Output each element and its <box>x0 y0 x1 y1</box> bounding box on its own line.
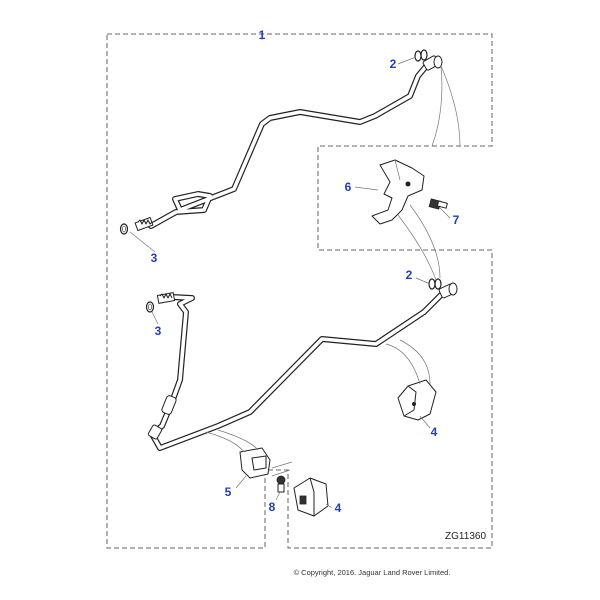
callout-4-lower: 4 <box>335 501 342 515</box>
bracket-5 <box>239 447 271 479</box>
assembly-frame <box>106 33 493 549</box>
lower-pipe-sleeve <box>147 395 177 440</box>
o-ring-2-upper <box>414 49 428 62</box>
callout-8: 8 <box>269 500 276 514</box>
callout-2-lower: 2 <box>406 268 413 282</box>
upper-pipe-right-fitting <box>422 55 443 71</box>
upper-pipe <box>148 61 431 229</box>
callout-6: 6 <box>345 180 352 194</box>
callout-2-upper: 2 <box>390 57 397 71</box>
o-ring-2-lower <box>428 278 442 290</box>
lower-pipe-left-fitting <box>156 292 176 304</box>
callout-3-upper: 3 <box>151 251 158 265</box>
clip-4-upper <box>397 379 437 421</box>
callout-7: 7 <box>453 213 460 227</box>
upper-pipe-left-fitting <box>134 217 154 231</box>
callout-5: 5 <box>225 485 232 499</box>
bolt-8 <box>276 475 286 493</box>
o-ring-3-upper <box>119 223 129 235</box>
diagram-reference: ZG11360 <box>445 531 486 542</box>
copyright-notice: © Copyright, 2016. Jaguar Land Rover Lim… <box>294 568 451 577</box>
lower-pipe-right-fitting <box>438 282 458 299</box>
bolt-7 <box>428 198 448 210</box>
callout-3-lower: 3 <box>155 324 162 338</box>
bracket-6 <box>371 159 425 225</box>
leader-lines <box>129 34 461 509</box>
callout-4-upper: 4 <box>431 425 438 439</box>
o-ring-3-lower <box>145 301 155 313</box>
lower-pipe <box>149 287 449 451</box>
clip-4-lower <box>293 477 329 517</box>
callout-1: 1 <box>259 28 266 42</box>
